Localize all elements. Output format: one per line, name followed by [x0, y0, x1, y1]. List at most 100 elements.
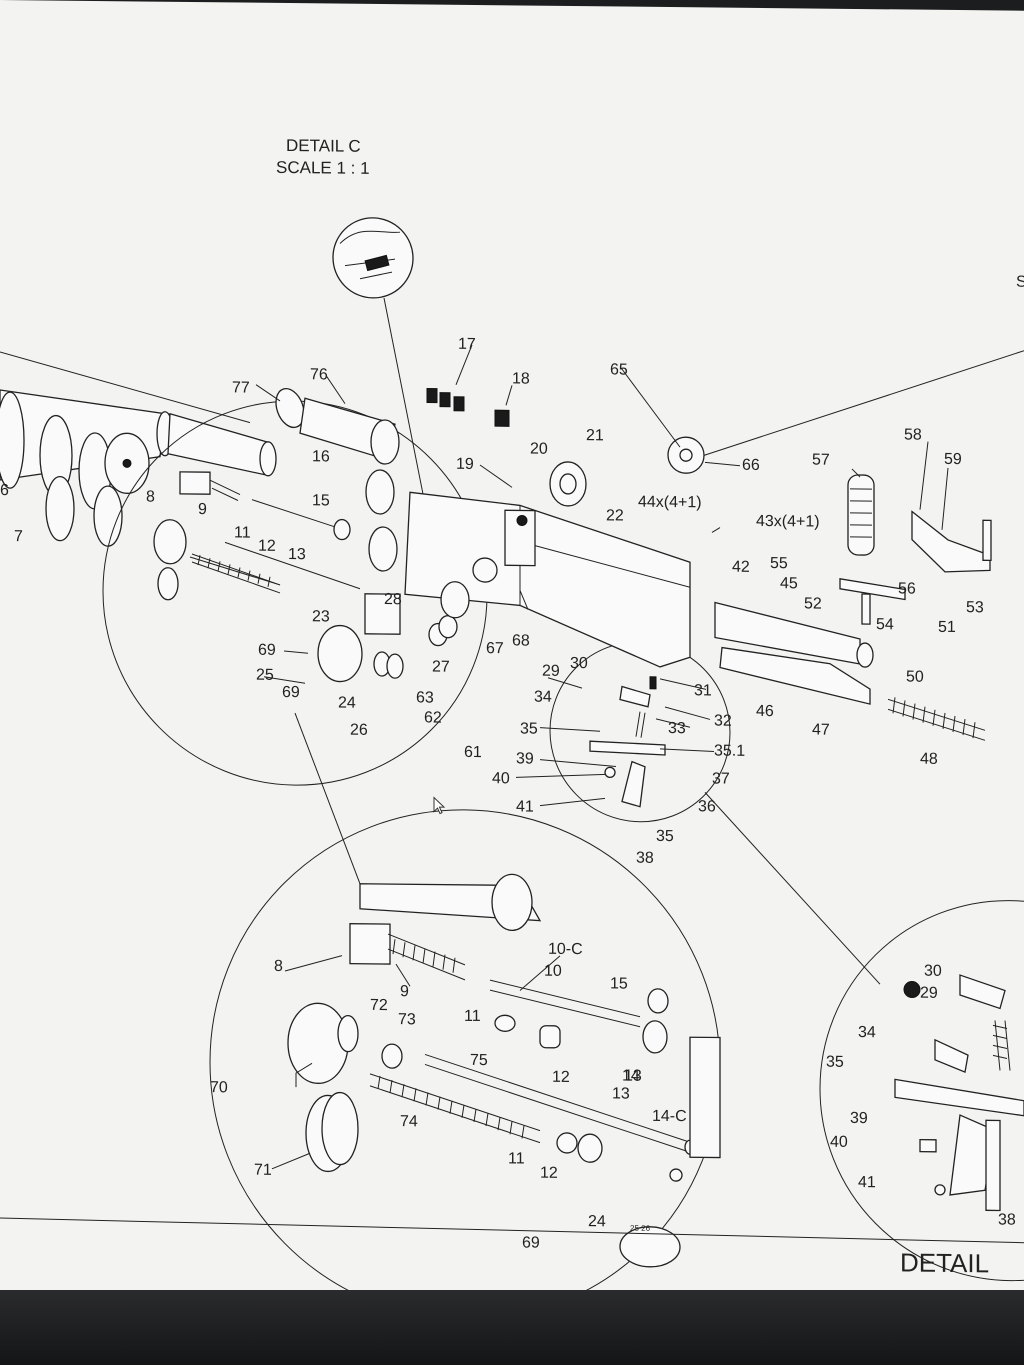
callout: 57 [812, 452, 830, 469]
detail-title: DETAIL C [286, 136, 361, 156]
callout: 19 [456, 456, 474, 473]
callout: 55 [770, 555, 788, 572]
callout: 59 [944, 451, 962, 468]
callout: 30 [570, 655, 588, 672]
svg-text:8: 8 [274, 958, 283, 975]
callout: 6 [0, 482, 9, 499]
callout: 34 [534, 689, 552, 706]
callout: 24 [338, 695, 356, 712]
svg-text:29: 29 [920, 985, 938, 1002]
svg-text:24: 24 [588, 1213, 606, 1230]
cocking-parts [714, 474, 992, 741]
svg-text:14-C: 14-C [652, 1108, 687, 1125]
callout: 69 [282, 684, 300, 701]
svg-text:30: 30 [924, 963, 942, 980]
svg-text:10: 10 [544, 963, 562, 980]
callout: 28 [384, 591, 402, 608]
callout: 17 [458, 336, 476, 353]
svg-text:10-C: 10-C [548, 941, 583, 958]
callout: 68 [512, 632, 530, 649]
svg-text:38: 38 [998, 1211, 1016, 1228]
svg-text:11: 11 [508, 1150, 525, 1167]
svg-text:72: 72 [370, 997, 388, 1014]
leader-ticks [255, 344, 949, 1170]
callout: 39 [516, 750, 534, 767]
receiver-body [404, 387, 705, 668]
callout: 56 [898, 580, 916, 597]
zoom-circle-right [819, 900, 1024, 1282]
leader-line [0, 351, 251, 424]
callout: 7 [14, 528, 23, 545]
callout: 13 [288, 546, 306, 563]
callout: 62 [424, 709, 442, 726]
edge-letter: S [1016, 274, 1024, 291]
callout: 35 [656, 828, 674, 845]
callout: 9 [198, 501, 207, 518]
callout: 25 [256, 667, 274, 684]
svg-text:15: 15 [610, 975, 628, 992]
detail-bottom-label: DETAIL [900, 1247, 989, 1278]
callout: 32 [714, 712, 732, 729]
callout: 61 [464, 744, 482, 761]
callout: 38 [636, 850, 654, 867]
callout: 58 [904, 426, 922, 443]
callout: 21 [586, 427, 604, 444]
barrel-assembly [0, 389, 277, 547]
leader-line [294, 712, 361, 884]
callout: 15 [312, 492, 330, 509]
detail-scale: SCALE 1 : 1 [276, 158, 370, 178]
callout: 35.1 [714, 742, 745, 759]
callout: 63 [416, 689, 434, 706]
leader-line [704, 792, 881, 985]
svg-text:39: 39 [850, 1110, 868, 1127]
callout: 76 [310, 366, 328, 383]
callout: 22 [606, 507, 624, 524]
spring-parts [191, 553, 281, 594]
callout: 54 [876, 616, 894, 633]
svg-text:74: 74 [400, 1113, 418, 1130]
monitor-bezel [0, 1290, 1024, 1365]
callout: 29 [542, 663, 560, 680]
svg-text:40: 40 [830, 1134, 848, 1151]
callout-labels-main: 6 7 8 9 11 12 13 15 16 17 18 19 20 21 22… [0, 336, 984, 867]
svg-text:12: 12 [540, 1165, 558, 1182]
svg-text:71: 71 [254, 1162, 272, 1179]
callout: 50 [906, 668, 924, 685]
callout: 48 [920, 751, 938, 768]
svg-text:13: 13 [624, 1068, 642, 1085]
zoom-circle-c [209, 809, 721, 1311]
svg-text:14: 14 [622, 1068, 640, 1085]
mouse-pointer-icon [433, 796, 446, 815]
svg-text:12: 12 [552, 1069, 570, 1086]
callout: 26 [350, 722, 368, 739]
callout: 52 [804, 595, 822, 612]
callout: 8 [146, 489, 155, 506]
svg-text:70: 70 [210, 1079, 228, 1096]
svg-text:25 26: 25 26 [630, 1224, 651, 1233]
callout: 23 [312, 608, 330, 625]
svg-text:34: 34 [858, 1024, 876, 1041]
sleeve-76 [275, 388, 400, 572]
callout: 43x(4+1) [756, 513, 820, 531]
callout: 18 [512, 370, 530, 387]
callout-labels-zoom-c: 8 9 10-C 10 15 11 12 13 14 13 14-C 11 12… [210, 941, 687, 1252]
callout: 31 [694, 682, 712, 699]
callout: 41 [516, 798, 534, 815]
callout: 35 [520, 720, 538, 737]
svg-text:13: 13 [612, 1085, 630, 1102]
callout: 44x(4+1) [638, 494, 702, 512]
svg-text:9: 9 [400, 983, 409, 1000]
monitor-screen: DETAIL C SCALE 1 : 1 S [0, 0, 1024, 1311]
callout: 47 [812, 722, 830, 739]
svg-text:75: 75 [470, 1052, 488, 1069]
callout: 51 [938, 619, 956, 636]
callout: 37 [712, 770, 730, 787]
detail-c-bubble [332, 217, 446, 605]
trigger-group [589, 676, 666, 808]
svg-text:35: 35 [826, 1054, 844, 1071]
callout: 40 [492, 770, 510, 787]
callout: 11 [234, 524, 251, 541]
callout: 53 [966, 599, 984, 616]
svg-text:41: 41 [858, 1174, 876, 1191]
callout: 12 [258, 538, 276, 555]
